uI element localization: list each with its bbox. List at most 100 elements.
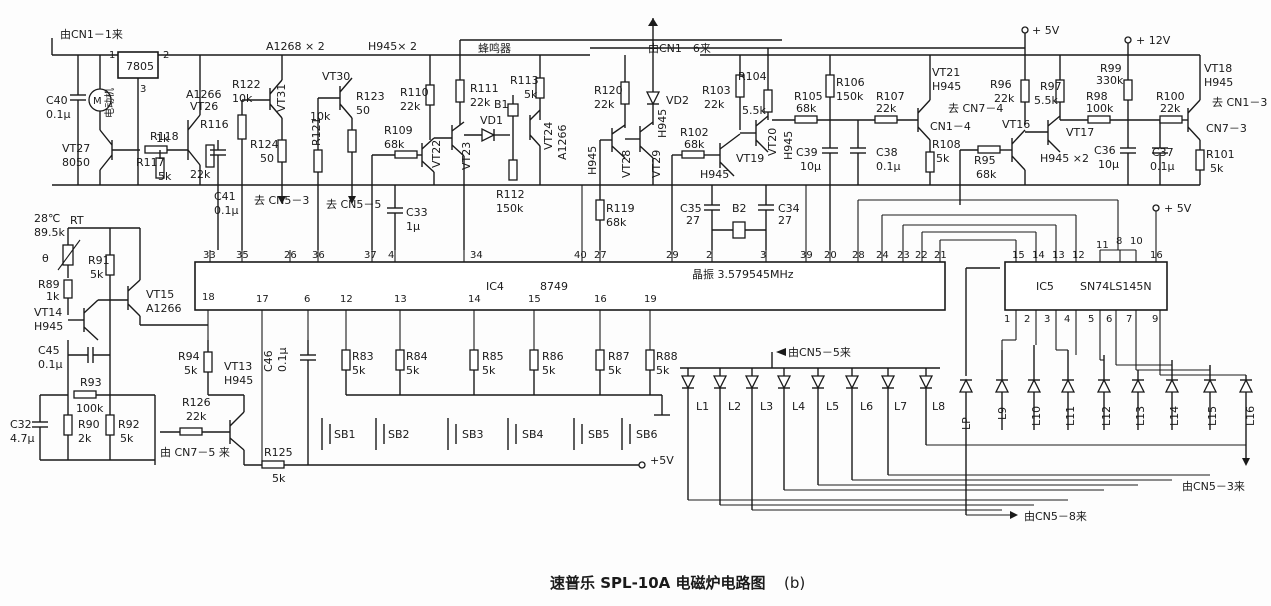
resistor-r118: R118 1k: [144, 130, 188, 154]
label-a1268: A1268 × 2: [266, 40, 325, 53]
svg-text:H945: H945: [932, 80, 961, 93]
transistor-vt28: VT28 H945: [586, 124, 633, 200]
led-row-1: 由CN5－5来 L1 L2 L3 L4 L5 L6 L7 L8: [680, 345, 945, 510]
svg-text:37: 37: [364, 250, 377, 261]
svg-text:R85: R85: [482, 350, 504, 363]
svg-text:5k: 5k: [352, 364, 366, 377]
svg-text:VT22: VT22: [430, 140, 443, 168]
svg-text:27: 27: [686, 214, 700, 227]
resistor-r117: R117 5k: [136, 150, 172, 183]
svg-text:C41: C41: [214, 190, 236, 203]
resistor-r124: R124 50 去 CN5－3: [250, 118, 309, 207]
diagram-title: 速普乐 SPL-10A 电磁炉电路图: [550, 574, 766, 592]
crystal-b2: C35 27 C34 27 B2: [680, 185, 800, 250]
led-l8: L8: [918, 368, 945, 445]
svg-text:14: 14: [1032, 250, 1045, 261]
label-cn7-3: CN7－3: [1206, 122, 1247, 135]
svg-text:VT19: VT19: [736, 152, 764, 165]
led-l3: L3: [744, 368, 773, 510]
svg-text:68k: 68k: [384, 138, 405, 151]
svg-text:24: 24: [876, 250, 889, 261]
svg-text:3: 3: [140, 84, 146, 95]
resistor-r119: R119 68k: [595, 199, 635, 250]
svg-text:22k: 22k: [1160, 102, 1181, 115]
svg-text:R90: R90: [78, 418, 100, 431]
label-cn1-4: CN1－4: [930, 120, 971, 133]
transistor-vt19: VT19 H945: [700, 133, 764, 181]
led-l9: L9: [994, 350, 1010, 430]
svg-text:R109: R109: [384, 124, 413, 137]
resistor-r113: R113 5k: [510, 55, 545, 120]
svg-text:R92: R92: [118, 418, 140, 431]
transistor-vt20: VT20 H945: [740, 115, 795, 160]
svg-text:10k: 10k: [232, 92, 253, 105]
svg-text:18: 18: [202, 292, 215, 303]
regulator-label: 7805: [126, 60, 154, 73]
svg-text:5k: 5k: [184, 364, 198, 377]
svg-text:L5: L5: [826, 400, 839, 413]
resistor-r112: R112 150k: [496, 150, 525, 215]
svg-text:A1266: A1266: [186, 88, 222, 101]
svg-text:R103: R103: [702, 84, 731, 97]
buzzer-label: 蜂鸣器: [478, 41, 511, 55]
svg-text:去 CN5－3: 去 CN5－3: [254, 194, 309, 207]
svg-text:40: 40: [574, 250, 587, 261]
svg-text:+ 5V: + 5V: [1164, 202, 1192, 215]
led-row-2: LP L9 L10 L11 L12 L13 L14 L15 L16 由CN5－8…: [688, 267, 1257, 523]
svg-text:8: 8: [1116, 236, 1122, 247]
svg-text:R102: R102: [680, 126, 709, 139]
svg-text:4: 4: [388, 250, 394, 261]
svg-text:VT23: VT23: [460, 142, 473, 170]
led-l1: L1: [680, 368, 709, 500]
svg-text:16: 16: [594, 294, 607, 305]
svg-text:R117: R117: [136, 156, 165, 169]
resistor-r98: R98 100k: [1060, 90, 1170, 124]
resistor-r90: R90 2k: [63, 414, 100, 445]
led-l5: L5: [810, 368, 839, 485]
capacitor-c45: C45 0.1μ: [38, 344, 110, 371]
label-cn1-3: 去 CN1－3: [1212, 96, 1267, 109]
svg-text:5k: 5k: [158, 170, 172, 183]
svg-text:22k: 22k: [594, 98, 615, 111]
led-l14: L14: [1164, 360, 1181, 430]
svg-text:16: 16: [1150, 250, 1163, 261]
resistor-r93: R93 100k: [40, 376, 156, 465]
svg-text:R95: R95: [974, 154, 996, 167]
svg-text:C32: C32: [10, 418, 32, 431]
svg-text:R112: R112: [496, 188, 525, 201]
resistor-r116: R116 22k: [190, 118, 229, 185]
svg-text:68k: 68k: [796, 102, 817, 115]
transistor-vt22: VT22: [421, 137, 443, 185]
svg-text:15: 15: [1012, 250, 1025, 261]
svg-text:5k: 5k: [272, 472, 286, 485]
svg-text:5k: 5k: [482, 364, 496, 377]
svg-text:H945: H945: [700, 168, 729, 181]
svg-text:22k: 22k: [994, 92, 1015, 105]
ic4-ref: IC4: [486, 280, 504, 293]
svg-text:10μ: 10μ: [1098, 158, 1119, 171]
svg-text:H945: H945: [1204, 76, 1233, 89]
label-h945x2: H945× 2: [368, 40, 417, 53]
svg-text:R118: R118: [150, 130, 179, 143]
svg-text:+ 12V: + 12V: [1136, 34, 1171, 47]
resistor-r102: R102 68k: [671, 126, 720, 250]
svg-text:22k: 22k: [190, 168, 211, 181]
svg-text:SB4: SB4: [522, 428, 544, 441]
svg-text:由 CN7－5 来: 由 CN7－5 来: [160, 445, 230, 459]
capacitor-c39: C39 10μ: [796, 120, 838, 250]
svg-text:VT31: VT31: [275, 84, 288, 112]
svg-text:由CN5－8来: 由CN5－8来: [1024, 509, 1087, 523]
svg-text:由CN5－3来: 由CN5－3来: [1182, 479, 1245, 493]
svg-text:10k: 10k: [310, 110, 331, 123]
svg-text:33: 33: [203, 250, 216, 261]
svg-text:R96: R96: [990, 78, 1012, 91]
svg-text:100k: 100k: [1086, 102, 1114, 115]
svg-text:RT: RT: [70, 214, 84, 227]
resistor-r120: R120 22k: [594, 55, 630, 128]
svg-text:17: 17: [256, 294, 269, 305]
svg-text:L16: L16: [1244, 406, 1257, 426]
svg-text:22k: 22k: [876, 102, 897, 115]
svg-text:1k: 1k: [46, 290, 60, 303]
svg-text:0.1μ: 0.1μ: [214, 204, 239, 217]
